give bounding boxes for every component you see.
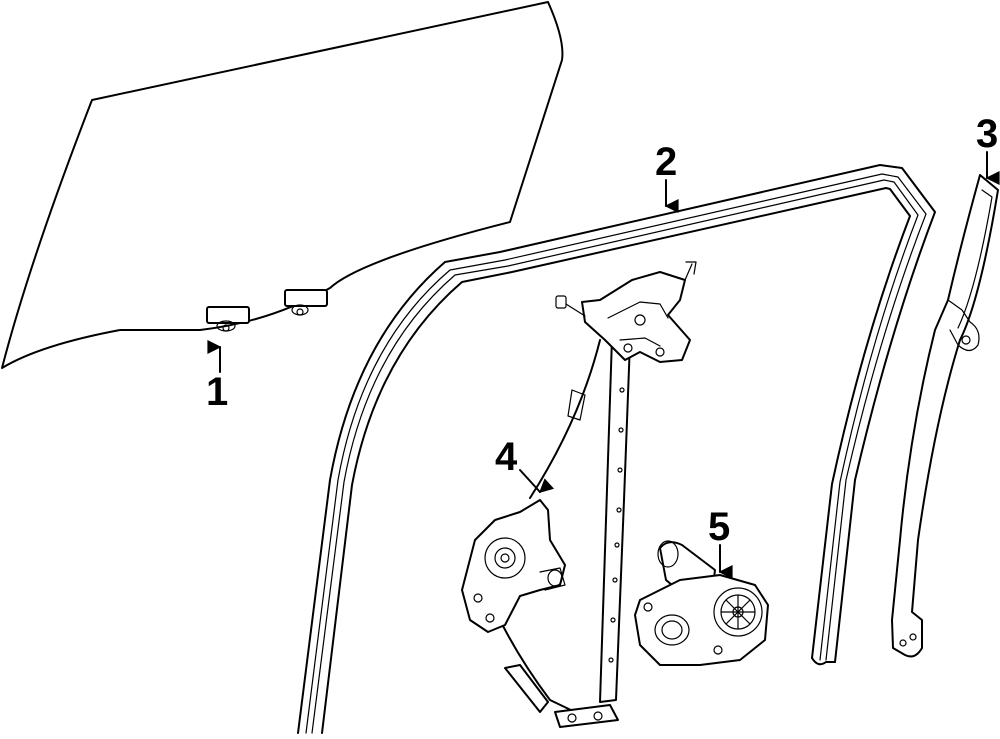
callout-3: 3	[976, 112, 998, 156]
door-glass	[1, 1, 564, 369]
division-bar	[891, 174, 999, 658]
callout-1: 1	[206, 370, 228, 414]
regulator-motor	[634, 540, 769, 666]
window-regulator	[461, 261, 697, 728]
glass-mount-bracket-left	[206, 306, 250, 332]
callout-4: 4	[495, 435, 518, 479]
callout-2: 2	[655, 140, 677, 184]
glass-run-channel	[297, 164, 936, 734]
callout-arrows	[207, 151, 1000, 579]
callout-5: 5	[708, 505, 730, 549]
callout-arrow-4	[519, 469, 555, 493]
glass-mount-bracket-right	[284, 289, 328, 316]
